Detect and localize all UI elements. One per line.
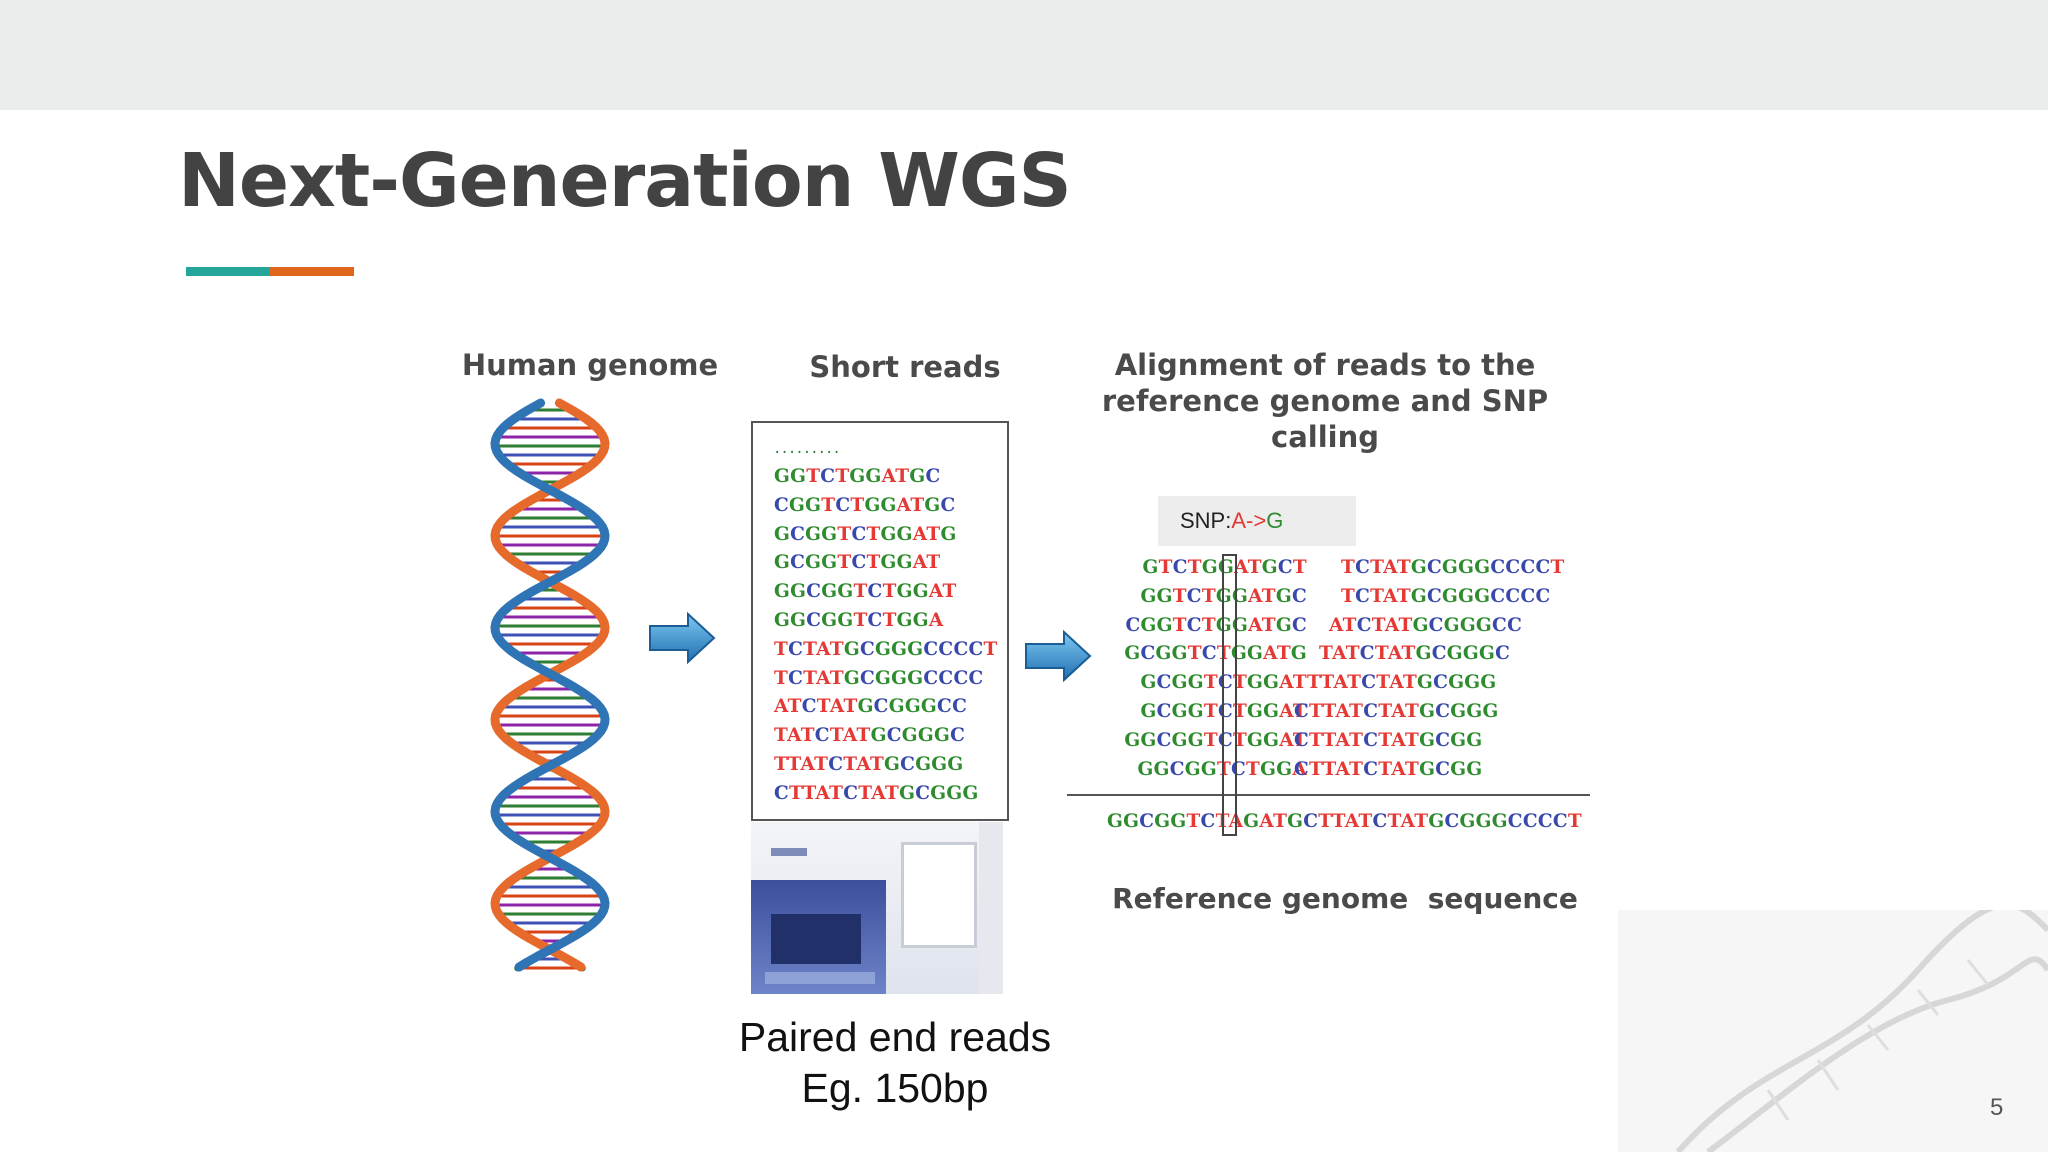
aligned-read-left: GCGGTCTGGATG [1124, 643, 1307, 665]
aligned-read-right: TTATCTATGCGGG [1307, 672, 1497, 694]
aligned-read-left: GCGGTCTGGAT [1140, 700, 1307, 722]
aligned-read-row: GCGGTCTGGATG TATCTATGCGGGC [1100, 640, 1580, 669]
reference-label: Reference genome sequence [1112, 882, 1578, 915]
aligned-reads: GTCTGGATGCT TCTATGCGGGCCCCT GGTCTGGATGC TCT… [1100, 554, 1580, 784]
title-accent-teal [186, 267, 270, 276]
aligned-read-row: GTCTGGATGCT TCTATGCGGGCCCCT [1100, 554, 1580, 583]
caption-line-1: Paired end reads [738, 1014, 1052, 1060]
aligned-read-left: GGCGGTCTGGAT [1124, 729, 1307, 751]
snp-column-highlight [1222, 554, 1237, 836]
caption-line-2: Eg. 150bp [801, 1065, 989, 1111]
snp-from-base: A [1231, 508, 1247, 533]
snp-arrow: -> [1246, 508, 1267, 533]
short-reads-header: Short reads [809, 350, 1001, 384]
short-read: GGCGGTCTGGAT [774, 581, 957, 603]
short-read: TCTATGCGGGCCCC [774, 667, 984, 689]
aligned-read-right: TCTATGCGGGCCCCT [1341, 557, 1565, 578]
alignment-header: Alignment of reads to the reference geno… [1101, 348, 1549, 454]
human-genome-header: Human genome [461, 348, 719, 382]
aligned-read-right: CTTATCTATGCGG [1294, 758, 1483, 780]
aligned-read-right: ATCTATGCGGGCC [1329, 614, 1523, 636]
aligned-read-left: GGTCTGGATGC [1140, 585, 1307, 607]
short-read: GCGGTCTGGAT [774, 552, 941, 574]
dna-watermark-decoration [1618, 910, 2048, 1152]
aligned-read-left: GTCTGGATGCT [1142, 557, 1307, 578]
short-read: ATCTATGCGGGCC [774, 696, 968, 718]
slide-title: Next-Generation WGS [178, 138, 1072, 224]
aligned-read-row: GGTCTGGATGC TCTATGCGGGCCCC [1100, 583, 1580, 612]
right-arrow-icon [1025, 630, 1092, 682]
short-read: GCGGTCTGGATG [774, 523, 957, 545]
aligned-read-right: CTTATCTATGCGG [1294, 729, 1483, 751]
right-arrow-icon [649, 612, 716, 664]
aligned-read-right: TATCTATGCGGGC [1319, 643, 1511, 665]
reference-sequence: GGCGGTCTAGATGCTTATCTATGCGGGCCCCT [1107, 811, 1582, 832]
short-read: TATCTATGCGGGC [774, 725, 966, 747]
short-read: TTATCTATGCGGG [774, 753, 964, 775]
caption: Paired end reads Eg. 150bp [700, 1012, 1090, 1114]
ellipsis: ......... [773, 441, 841, 457]
page-number: 5 [1990, 1094, 2004, 1121]
aligned-read-right: CTTATCTATGCGGG [1294, 700, 1499, 722]
top-band [0, 0, 2048, 110]
snp-label: SNP: [1180, 508, 1232, 533]
aligned-read-row: CGGTCTGGATGC ATCTATGCGGGCC [1100, 612, 1580, 641]
title-accent-orange [270, 267, 354, 276]
short-read: GGTCTGGATGC [774, 466, 941, 487]
short-read: GGCGGTCTGGA [774, 609, 944, 631]
sequencer-machine-image [751, 822, 1003, 994]
short-read: CGGTCTGGATGC [774, 494, 956, 516]
snp-label-box: SNP:A->G [1158, 496, 1356, 546]
snp-to-base: G [1266, 508, 1284, 533]
short-read: CTTATCTATGCGGG [774, 782, 979, 804]
aligned-read-left: CGGTCTGGATGC [1125, 614, 1307, 636]
short-reads-box: ......... GGTCTGGATGC CGGTCTGGATGC GCGGTCT… [751, 421, 1009, 821]
short-read: TCTATGCGGGCCCCT [774, 638, 998, 660]
dna-helix-illustration [490, 398, 610, 972]
aligned-read-right: TCTATGCGGGCCCC [1341, 585, 1551, 607]
aligned-read-left: GCGGTCTGGAT [1140, 672, 1307, 694]
reference-divider [1067, 794, 1590, 796]
